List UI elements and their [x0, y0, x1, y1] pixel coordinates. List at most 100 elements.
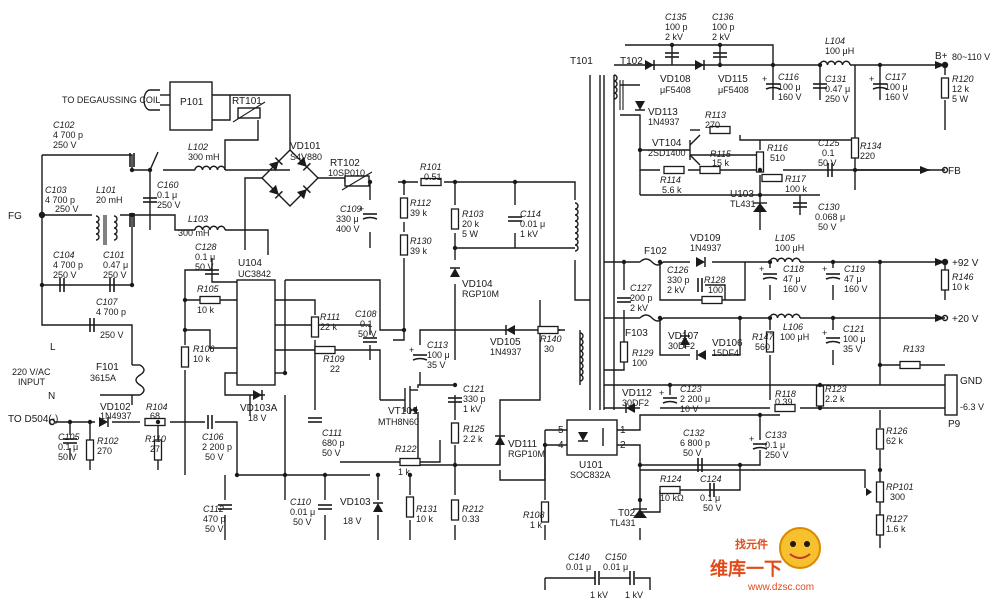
label-c121-v: 330 p: [463, 394, 486, 404]
label-c140-v: 0.01 μ: [566, 562, 591, 572]
label-pin5: 5: [558, 425, 564, 436]
label-c110-v: 0.01 μ: [290, 507, 315, 517]
label-c140: C140: [568, 552, 590, 562]
label-vt104: VT104: [652, 138, 682, 149]
label-c107: C107: [96, 297, 119, 307]
label-r114-v: 5.6 k: [662, 185, 682, 195]
label-c135-r: 2 kV: [665, 32, 683, 42]
label-c103-r: 250 V: [55, 204, 79, 214]
l101-inductor-b: [113, 215, 118, 241]
label-c124-v: 0.1 μ: [700, 493, 720, 503]
label-vd108-t: μF5408: [660, 85, 691, 95]
f103-fuse: [639, 314, 664, 322]
r146-resistor: [940, 269, 950, 291]
label-l102: L102: [188, 142, 208, 152]
label-l103-v: 300 mH: [178, 228, 210, 238]
label-c136-v: 100 p: [712, 22, 735, 32]
label-r106: R106: [193, 344, 215, 354]
rt101-thermistor: [237, 107, 261, 119]
label-ac2: INPUT: [18, 377, 46, 387]
label-u103: U103: [730, 189, 754, 200]
watermark-top: 找元件: [735, 537, 768, 551]
label-r118-v: 0.39: [775, 397, 793, 407]
label-pin4: 4: [558, 440, 564, 451]
label-r140: R140: [540, 334, 562, 344]
f102-fuse: [639, 258, 664, 266]
r114-resistor: [663, 165, 685, 175]
label-r128: R128: [704, 275, 726, 285]
label-f103: F103: [625, 328, 648, 339]
label-c125-v: 0.1: [822, 148, 835, 158]
r134-resistor: [850, 137, 860, 159]
label-c130-r: 50 V: [818, 222, 837, 232]
label-c150-r: 1 kV: [625, 590, 643, 600]
label-c126-r: 2 kV: [667, 285, 685, 295]
label-c132-r: 50 V: [683, 448, 702, 458]
label-l106-v: 100 μH: [780, 332, 809, 342]
vt101-mosfet: [404, 386, 418, 414]
label-vd101-t: S4V880: [290, 152, 322, 162]
label-vd106-t: 15DF4: [712, 348, 739, 358]
label-c117-r: 160 V: [885, 92, 909, 102]
label-c133-r: 250 V: [765, 450, 789, 460]
label-c116-r: 160 V: [778, 92, 802, 102]
label-rt102: RT102: [330, 158, 360, 169]
label-ac1: 220 V/AC: [12, 367, 51, 377]
label-t02-t: TL431: [610, 518, 636, 528]
u103-tl431: [753, 202, 767, 212]
label-r117: R117: [785, 174, 807, 184]
label-r108: R108: [523, 510, 545, 520]
label-vd105: VD105: [490, 337, 521, 348]
watermark-logo: 找元件 维库一下 www.dzsc.com: [710, 527, 821, 593]
label-c121: C121: [463, 384, 485, 394]
label-c102-v: 4 700 p: [53, 130, 83, 140]
r122-resistor: [399, 457, 421, 467]
c111-capacitor: [307, 417, 323, 423]
label-r130: R130: [410, 236, 432, 246]
label-c123: C123: [680, 384, 702, 394]
r127-resistor: [875, 514, 885, 536]
vd111-diode: [494, 435, 506, 446]
vd108-diode: [644, 59, 655, 71]
label-r124-v: 10 kΩ: [660, 493, 684, 503]
label-vt101: VT101: [388, 406, 418, 417]
label-c108: C108: [355, 309, 377, 319]
label-r102-v: 270: [97, 446, 112, 456]
vt104-transistor: [689, 134, 701, 166]
label-c114-r: 1 kV: [520, 229, 538, 239]
label-c150: C150: [605, 552, 627, 562]
label-vd115-t: μF5408: [718, 85, 749, 95]
label-r103: R103: [462, 209, 484, 219]
label-r110: R110: [145, 434, 166, 444]
label-c119-r: 160 V: [844, 284, 868, 294]
label-r108-v: 1 k: [530, 520, 543, 530]
label-r112-v: 39 k: [410, 208, 428, 218]
label-r103-v: 20 k: [462, 219, 480, 229]
r133-resistor: [899, 360, 921, 370]
label-r146: R146: [952, 272, 974, 282]
label-c124-r: 50 V: [703, 503, 722, 513]
p101-connector: [169, 81, 213, 131]
t02-tl431: [633, 508, 647, 518]
label-r111: R111: [320, 312, 340, 322]
label-r131: R131: [416, 504, 438, 514]
label-r125: R125: [463, 424, 486, 434]
label-r126-v: 62 k: [886, 436, 904, 446]
label-r125-v: 2.2 k: [463, 434, 483, 444]
c106-capacitor: [207, 414, 213, 430]
label-vd112: VD112: [622, 388, 652, 399]
vd115-diode: [694, 59, 705, 71]
label-c102: C102: [53, 120, 75, 130]
label-u104: U104: [238, 258, 262, 269]
label-vd102-t: 1N4937: [100, 411, 132, 421]
label-r101: R101: [420, 162, 442, 172]
l106-inductor: [769, 313, 801, 319]
label-r106-v: 10 k: [193, 354, 211, 364]
label-c116: C116: [778, 72, 799, 82]
label-c101-v: 0.47 μ: [103, 260, 128, 270]
c109-capacitor: [358, 203, 378, 220]
label-r133: R133: [903, 344, 925, 354]
r129-resistor: [619, 341, 629, 363]
label-c116-v: 100 μ: [778, 82, 801, 92]
label-c150-v: 0.01 μ: [603, 562, 628, 572]
